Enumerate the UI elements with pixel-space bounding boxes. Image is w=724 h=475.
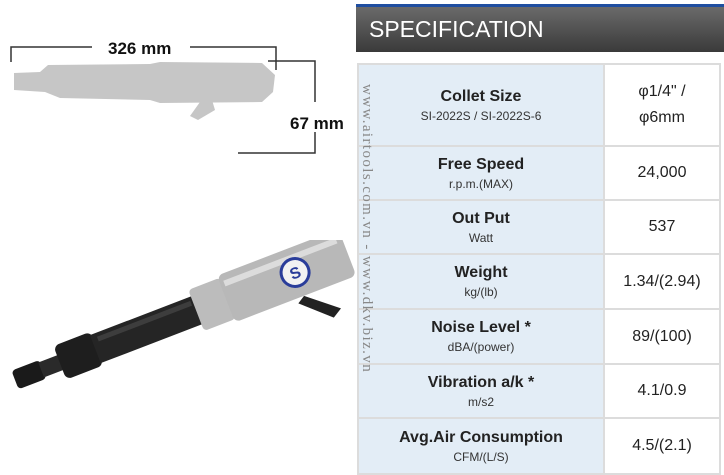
spec-value: 24,000 (603, 145, 721, 201)
spec-name: Collet Size (440, 87, 522, 105)
spec-unit: r.p.m.(MAX) (448, 176, 513, 191)
brand-logo-icon (279, 256, 311, 288)
watermark: www.airtools.com.vn - www.dkv.biz.vn (357, 84, 375, 414)
spec-unit: m/s2 (467, 394, 494, 409)
dimension-diagram: 326 mm 67 mm (0, 30, 360, 170)
spec-name: Out Put (452, 209, 510, 227)
product-photo: S (0, 230, 360, 400)
spec-value: 4.5/(2.1) (603, 417, 721, 475)
spec-value: 89/(100) (603, 308, 721, 365)
length-dimension: 326 mm (108, 39, 172, 58)
spec-unit: CFM/(L/S) (453, 449, 509, 464)
tool-silhouette-diagram (10, 46, 316, 154)
spec-value: φ1/4" / (638, 83, 686, 100)
table-row: Noise Level * dBA/(power) 89/(100) (357, 308, 721, 365)
spec-value: 4.1/0.9 (603, 363, 721, 419)
spec-name: Noise Level * (431, 319, 531, 336)
spec-name: Avg.Air Consumption (399, 428, 563, 446)
table-row: Vibration a/k * m/s2 4.1/0.9 (357, 363, 721, 419)
table-row: Free Speed r.p.m.(MAX) 24,000 (357, 145, 721, 201)
specification-title: SPECIFICATION (369, 16, 544, 42)
spec-name: Weight (454, 264, 508, 281)
spec-value: φ6mm (639, 109, 685, 126)
spec-unit: dBA/(power) (447, 340, 515, 354)
spec-unit: Watt (468, 230, 494, 245)
specification-header: SPECIFICATION (356, 4, 724, 52)
height-dimension: 67 mm (290, 114, 344, 133)
table-row: Weight kg/(lb) 1.34/(2.94) (357, 253, 721, 310)
spec-unit: kg/(lb) (464, 285, 498, 299)
spec-value: 1.34/(2.94) (603, 253, 721, 310)
spec-value: 537 (603, 199, 721, 255)
spec-unit: SI-2022S / SI-2022S-6 (420, 108, 542, 123)
watermark-text: www.airtools.com.vn - www.dkv.biz.vn (359, 84, 375, 374)
spec-name: Vibration a/k * (427, 373, 535, 391)
spec-name: Free Speed (437, 155, 525, 173)
